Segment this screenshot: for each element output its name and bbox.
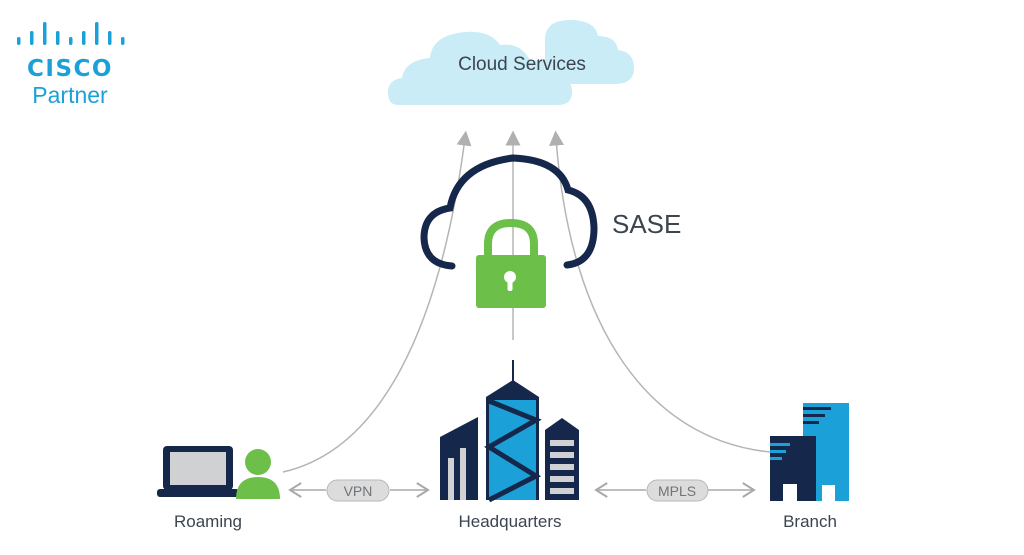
lock-icon	[476, 218, 546, 308]
logo-subtitle: Partner	[32, 82, 108, 108]
branch-to-cloud-flow	[549, 130, 771, 453]
roaming-to-cloud-flow	[282, 130, 472, 473]
laptop-icon	[157, 446, 239, 497]
user-icon	[236, 449, 280, 499]
cloud-services-label: Cloud Services	[458, 54, 586, 75]
roaming-label: Roaming	[174, 512, 242, 531]
cisco-bars-icon	[17, 22, 125, 45]
mpls-link: MPLS	[594, 479, 756, 502]
logo-brand: CISCO	[27, 56, 113, 82]
headquarters-label: Headquarters	[458, 512, 561, 531]
cisco-partner-logo: CISCO Partner	[17, 22, 125, 108]
vpn-link: VPN	[288, 479, 430, 502]
mpls-label: MPLS	[658, 483, 696, 499]
branch-label: Branch	[783, 512, 837, 531]
vpn-label: VPN	[344, 483, 373, 499]
sase-label: SASE	[612, 209, 681, 239]
cloud-services-icon	[388, 20, 634, 105]
headquarters-icon	[440, 360, 579, 503]
branch-icon	[770, 403, 849, 501]
sase-cloud-icon	[420, 154, 598, 270]
